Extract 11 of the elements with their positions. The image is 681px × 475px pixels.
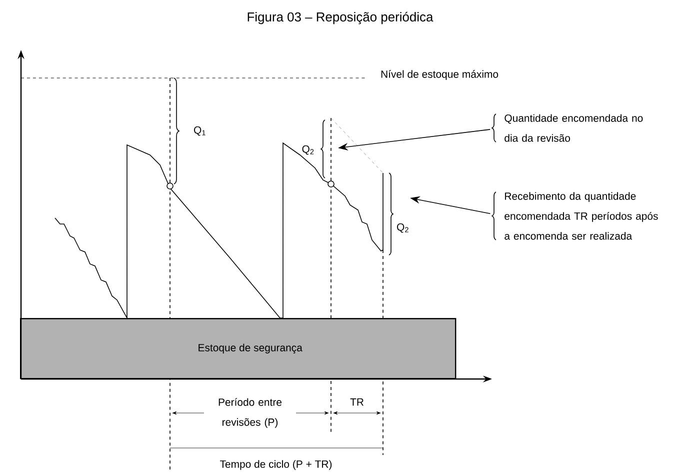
title: Figura 03 – Reposição periódica bbox=[248, 12, 434, 24]
level-label: Nível de estoque máximo bbox=[381, 70, 498, 80]
quantity-label: Q$_{2}$ bbox=[302, 145, 314, 155]
quantity-label: Q$_{2}$ bbox=[397, 223, 408, 233]
quantity-label: Q$_{1}$ bbox=[194, 126, 206, 136]
safety-stock-box: Estoque de segurança bbox=[20, 318, 456, 380]
callout-text: Quantidade encomendada no dia da revisão bbox=[492, 114, 643, 142]
dimension-label: Período entre revisões (P) bbox=[204, 397, 296, 429]
dimension-label: Tempo de ciclo (P + TR) bbox=[220, 460, 332, 470]
callout-text: Recebimento da quantidade encomendada TR períodos após a encomenda ser realizada bbox=[492, 192, 658, 240]
dimension-label: TR bbox=[350, 398, 364, 406]
